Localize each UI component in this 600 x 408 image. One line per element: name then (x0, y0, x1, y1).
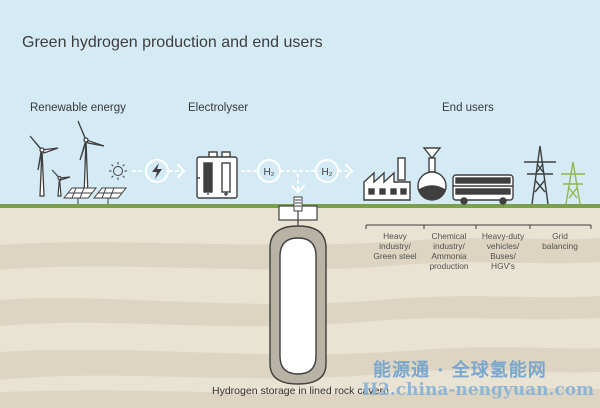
stage-label-renewable: Renewable energy (30, 102, 126, 114)
electricity-icon (145, 159, 169, 183)
bus-icon (452, 174, 514, 205)
end-user-line: industry/ (379, 241, 411, 251)
end-user-line: balancing (542, 241, 578, 251)
end-user-label-chemical-industry: Chemical industry/ Ammonia production (420, 231, 478, 271)
pylon-icon (561, 161, 585, 205)
flow-arrow (241, 164, 354, 194)
end-user-line: Green steel (373, 251, 417, 261)
end-user-line: HGV's (491, 261, 515, 271)
watermark-line-1: 能源通 · 全球氢能网 (373, 360, 547, 381)
wind-turbine-icon (77, 120, 105, 197)
pylon-icon (524, 145, 556, 205)
h2-label: H₂ (263, 167, 274, 178)
plus-minus-sign: + (207, 184, 212, 193)
watermark-line-2: H2.china-nengyuan.com (362, 380, 595, 400)
end-user-line: industry/ (433, 241, 465, 251)
end-user-line: Grid (552, 231, 568, 241)
stage-label-electrolyser: Electrolyser (188, 102, 249, 114)
end-user-line: vehicles/ (486, 241, 520, 251)
end-user-line: production (429, 261, 469, 271)
page-title: Green hydrogen production and end users (22, 34, 323, 51)
end-user-line: Buses/ (490, 251, 516, 261)
end-user-line: Ammonia (431, 251, 467, 261)
stage-label-end-users: End users (442, 102, 494, 114)
flask-icon (417, 147, 447, 201)
storage-caption: Hydrogen storage in lined rock cavern (212, 385, 389, 397)
soil-layer (0, 388, 600, 408)
end-users-bracket (365, 224, 592, 229)
cavern-lining (279, 237, 317, 375)
wind-turbine-icon (51, 169, 71, 197)
factory-icon (363, 157, 411, 201)
flow-arrow (132, 164, 186, 178)
end-user-line: Heavy-duty (481, 231, 525, 241)
end-user-label-heavy-industry: Heavy industry/ Green steel (367, 231, 423, 261)
wind-turbine-icon (29, 135, 59, 197)
electrolyser-icon (196, 151, 238, 199)
storage-shaft (278, 196, 318, 236)
end-user-line: Heavy (383, 231, 407, 241)
end-user-line: Chemical (431, 231, 467, 241)
sun-icon (109, 162, 127, 180)
solar-panel-icon (62, 187, 128, 204)
h2-label: H₂ (321, 167, 332, 178)
end-user-label-vehicles: Heavy-duty vehicles/ Buses/ HGV's (474, 231, 532, 271)
hydrogen-icon: H₂ (257, 159, 281, 183)
hydrogen-icon: H₂ (315, 159, 339, 183)
end-user-label-grid: Grid balancing (532, 231, 588, 251)
